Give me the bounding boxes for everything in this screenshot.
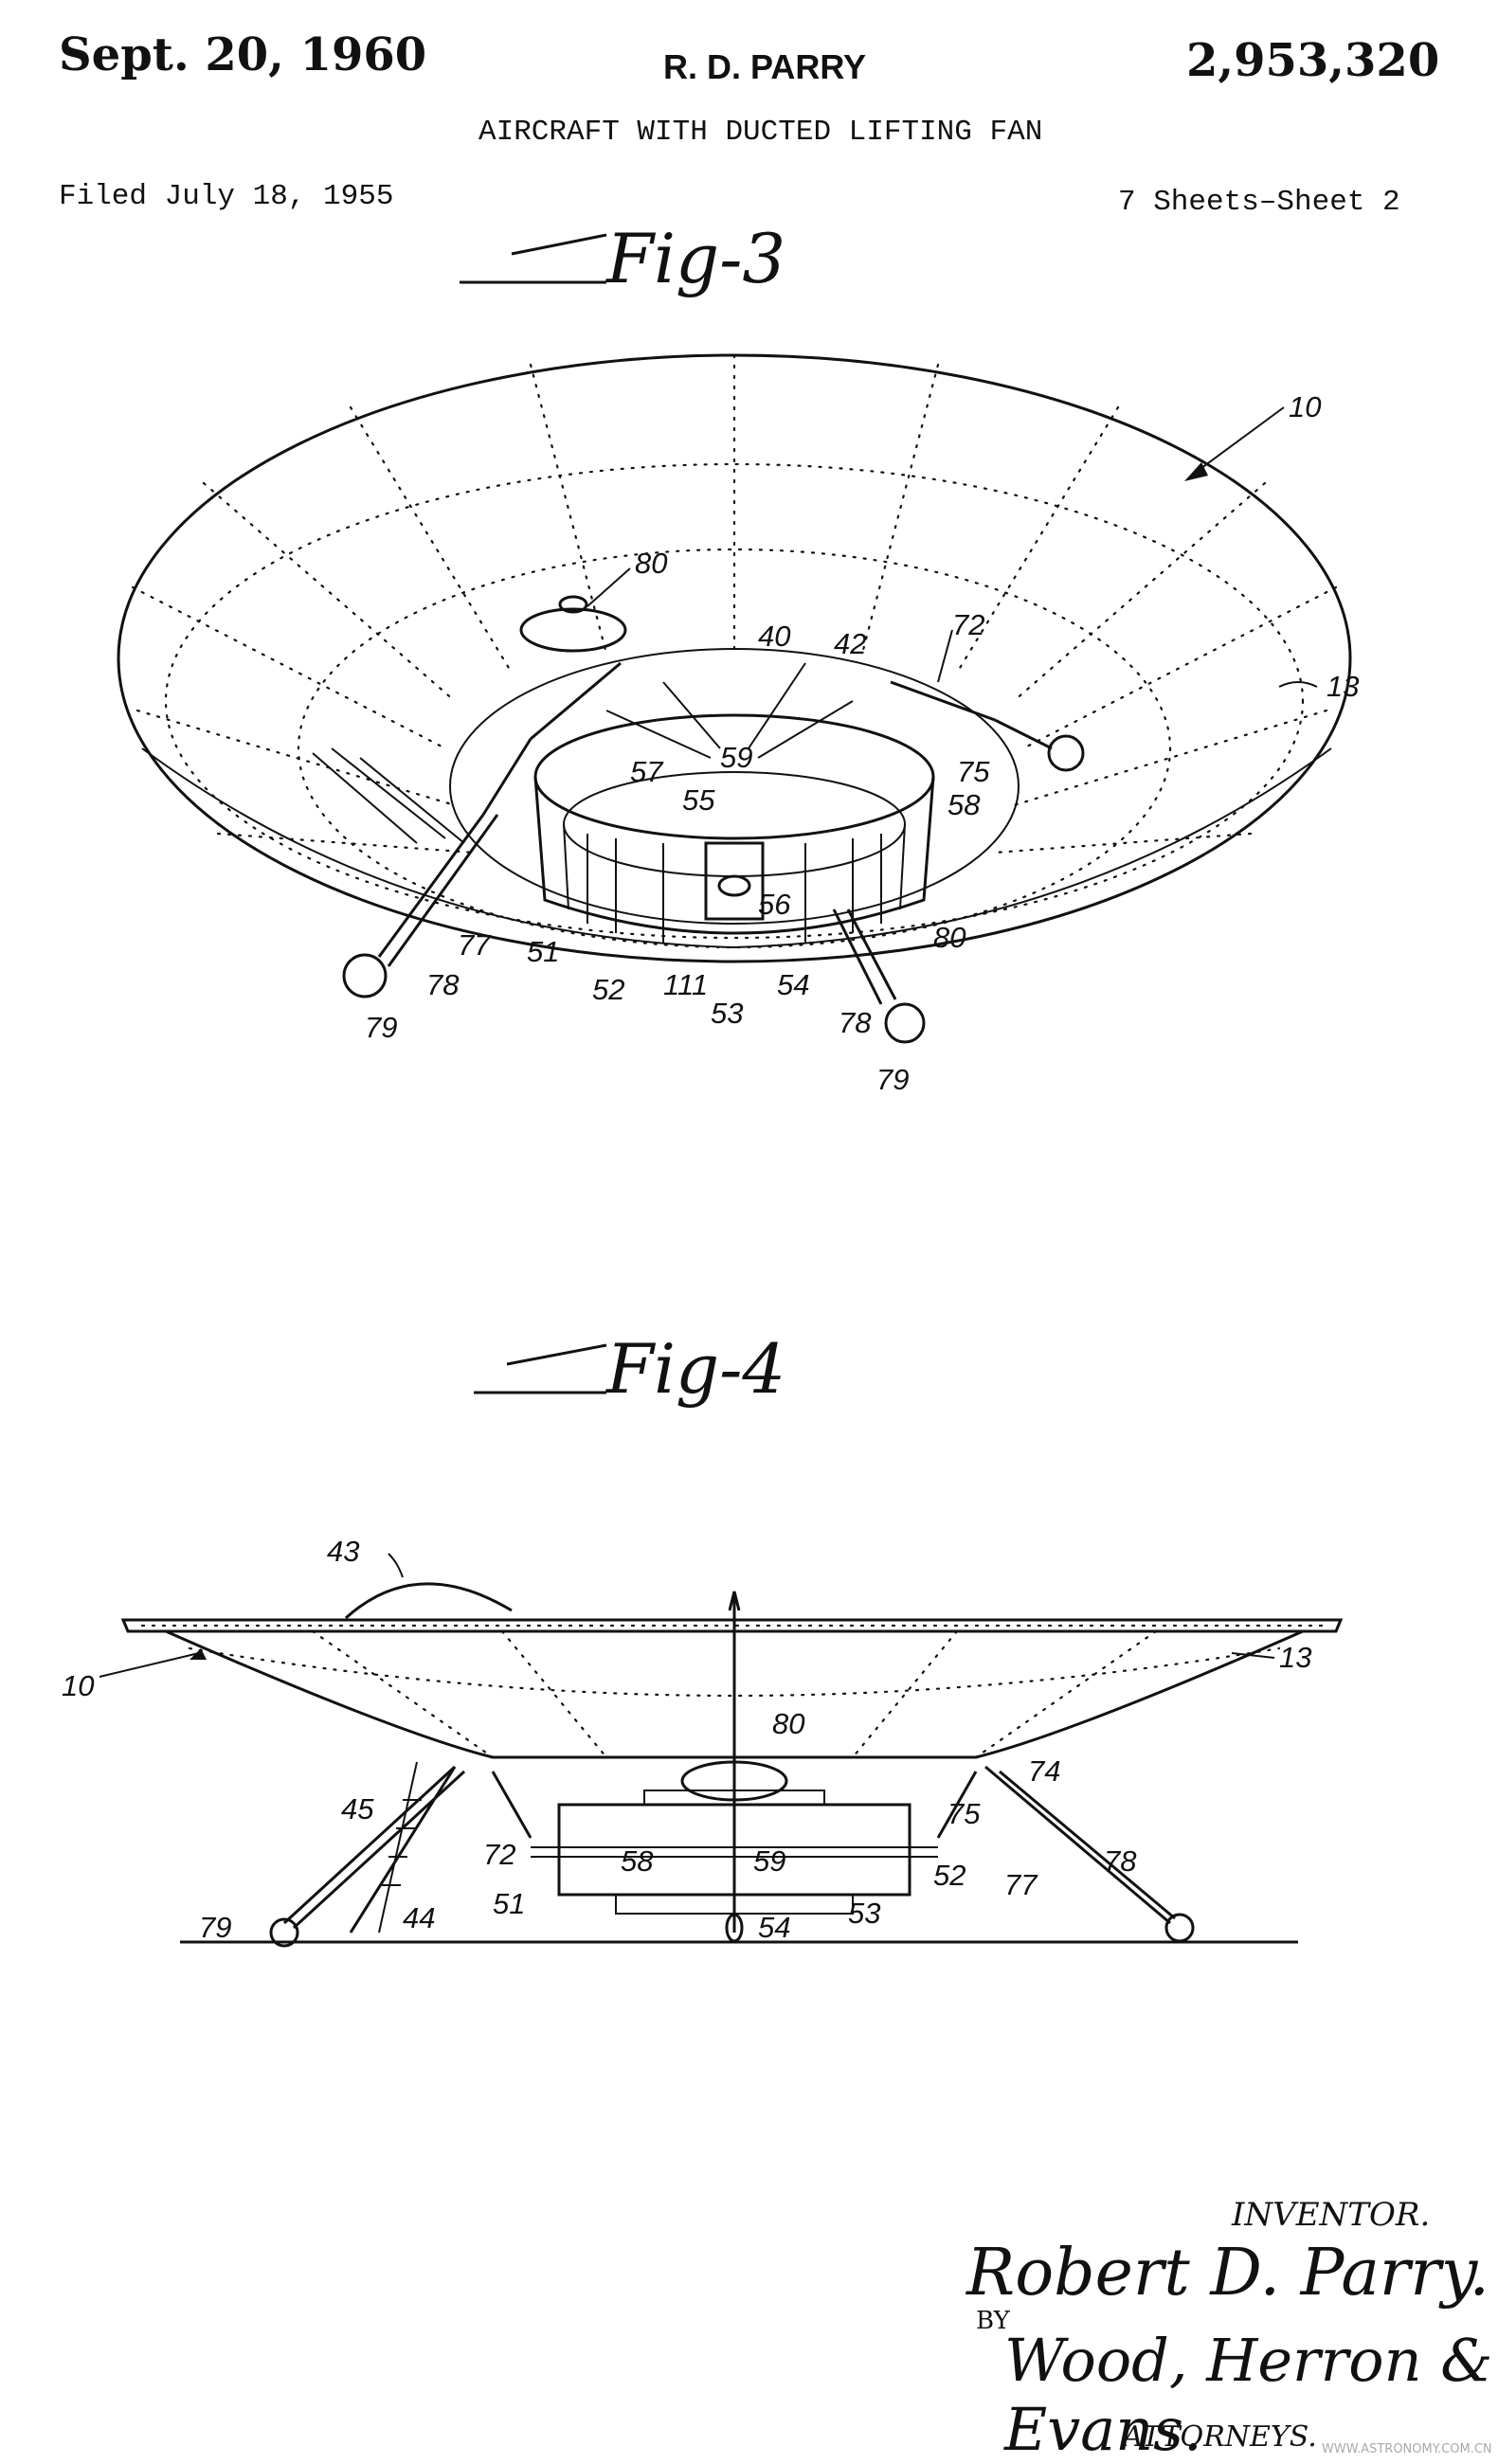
watermark: WWW.ASTRONOMY.COM.CN: [1322, 2442, 1492, 2456]
fig4-label-54: 54: [758, 1911, 790, 1944]
fig3-label-10: 10: [1289, 390, 1321, 423]
fig4-label-75: 75: [948, 1797, 981, 1830]
patent-title: AIRCRAFT WITH DUCTED LIFTING FAN: [478, 116, 1043, 149]
fig3-label-55: 55: [682, 783, 715, 817]
fig3-label-79-left: 79: [365, 1011, 397, 1044]
fig3-label-40: 40: [758, 620, 790, 653]
fig3-label-78-left: 78: [426, 968, 460, 1001]
fig4-label-80: 80: [772, 1707, 804, 1740]
fig4-label-58: 58: [621, 1844, 654, 1878]
fig4-label-13: 13: [1279, 1641, 1311, 1674]
fig3-label-51: 51: [527, 935, 559, 968]
fig4-label-74: 74: [1028, 1754, 1060, 1788]
fig4-label-53: 53: [848, 1897, 880, 1930]
fig3-label-56: 56: [758, 888, 791, 921]
fig3-label-78-right: 78: [839, 1006, 872, 1039]
fig3-label-58: 58: [948, 788, 981, 821]
fig3-label-53: 53: [711, 997, 743, 1030]
fig4-label-59: 59: [753, 1844, 785, 1878]
fig4-label-77: 77: [1004, 1868, 1038, 1901]
sheet-count: 7 Sheets–Sheet 2: [1118, 186, 1400, 219]
attorneys-signature: Wood, Herron & Evans.: [1004, 2326, 1493, 2464]
fig4-drawing: Fig-4: [62, 1329, 1344, 1948]
patent-number: 2,953,320: [1186, 34, 1440, 87]
fig4-caption: Fig-4: [605, 1329, 785, 1409]
fig3-label-57: 57: [630, 755, 664, 788]
fig4-label-72: 72: [483, 1838, 515, 1871]
inventor-signature: Robert D. Parry.: [966, 2236, 1489, 2311]
fig3-label-80-bottom: 80: [933, 921, 966, 954]
fig3-drawing: Fig-3: [117, 219, 1359, 1096]
filed-date: Filed July 18, 1955: [59, 180, 394, 213]
fig4-label-79: 79: [199, 1911, 231, 1944]
fig3-label-42: 42: [834, 627, 866, 660]
fig3-label-77: 77: [458, 928, 492, 962]
by-label: BY: [976, 2307, 1010, 2335]
fig3-label-52: 52: [592, 973, 624, 1006]
fig3-label-80-top: 80: [635, 547, 667, 580]
fig3-label-75: 75: [957, 755, 990, 788]
fig4-label-52: 52: [933, 1859, 966, 1892]
fig3-label-59: 59: [720, 741, 752, 774]
fig3-label-13: 13: [1327, 670, 1359, 703]
fig3-label-54: 54: [777, 968, 809, 1001]
fig4-label-44: 44: [403, 1901, 435, 1934]
fig4-label-51: 51: [493, 1887, 525, 1920]
inventor-name: R. D. PARRY: [663, 47, 867, 86]
fig3-caption: Fig-3: [605, 219, 785, 298]
fig4-label-10: 10: [62, 1669, 94, 1702]
patent-date: Sept. 20, 1960: [59, 28, 427, 81]
fig4-label-43: 43: [327, 1535, 359, 1568]
attorneys-heading: ATTORNEYS.: [1123, 2420, 1317, 2454]
fig4-label-78: 78: [1104, 1844, 1137, 1878]
fig3-label-79-right: 79: [876, 1063, 909, 1096]
fig4-label-45: 45: [341, 1792, 374, 1826]
fig3-label-72: 72: [952, 608, 984, 641]
inventor-heading: INVENTOR.: [1232, 2196, 1431, 2234]
fig3-label-111: 111: [663, 968, 708, 1001]
